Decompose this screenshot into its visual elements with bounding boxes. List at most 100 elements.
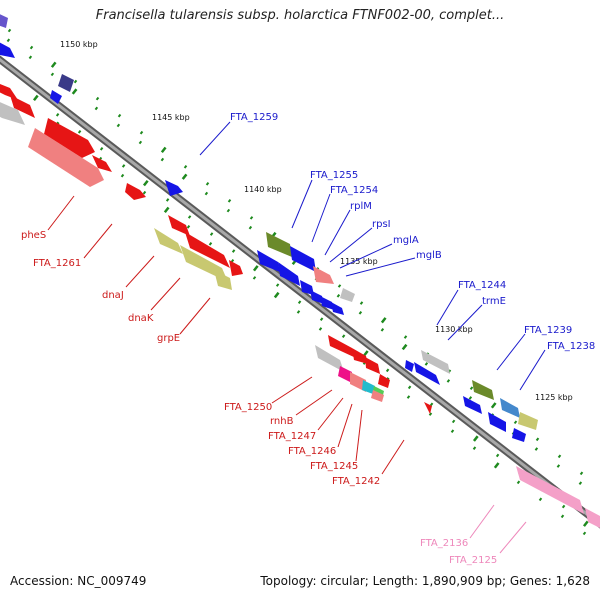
tick-mark: [121, 164, 126, 168]
tick-mark: [385, 368, 390, 373]
tick-mark: [469, 386, 474, 390]
gene-feature[interactable]: [421, 350, 450, 374]
tick-mark: [359, 301, 364, 305]
gene-feature[interactable]: [0, 82, 18, 100]
gene-feature[interactable]: [10, 95, 35, 118]
gene-feature[interactable]: [518, 412, 538, 430]
tick-mark: [380, 317, 387, 324]
gene-feature[interactable]: [352, 348, 368, 364]
gene-feature[interactable]: [278, 262, 300, 286]
gene-feature[interactable]: [0, 12, 8, 28]
gene-label[interactable]: dnaJ: [102, 290, 124, 301]
gene-feature[interactable]: [338, 366, 352, 382]
gene-label[interactable]: FTA_1242: [332, 476, 380, 487]
gene-label[interactable]: FTA_1261: [33, 258, 81, 269]
tick-mark: [29, 45, 34, 50]
gene-feature[interactable]: [315, 345, 344, 372]
gene-label[interactable]: FTA_1238: [547, 341, 595, 352]
gene-feature[interactable]: [463, 396, 482, 414]
gene-label[interactable]: trmE: [482, 296, 506, 307]
tick-mark: [406, 395, 411, 399]
gene-feature[interactable]: [350, 372, 366, 392]
gene-feature[interactable]: [472, 380, 494, 400]
gene-feature[interactable]: [328, 335, 356, 358]
gene-feature[interactable]: [516, 466, 584, 514]
gene-feature[interactable]: [185, 232, 230, 268]
gene-feature[interactable]: [214, 270, 232, 290]
gene-label[interactable]: FTA_1255: [310, 170, 358, 181]
gene-feature[interactable]: [92, 155, 112, 172]
gene-feature[interactable]: [229, 260, 243, 276]
gene-feature[interactable]: [310, 290, 324, 304]
gene-feature[interactable]: [44, 118, 95, 158]
gene-label[interactable]: rpsI: [372, 219, 391, 230]
genome-backbone: [0, 55, 600, 529]
gene-label[interactable]: FTA_1244: [458, 280, 506, 291]
gene-label[interactable]: mglA: [393, 235, 419, 246]
tick-mark: [226, 208, 231, 213]
gene-label[interactable]: FTA_1250: [224, 402, 272, 413]
gene-label[interactable]: FTA_1247: [268, 431, 316, 442]
tick-mark: [401, 343, 408, 351]
tick-mark: [318, 327, 323, 331]
gene-feature[interactable]: [313, 266, 334, 284]
gene-label[interactable]: dnaK: [128, 313, 154, 324]
gene-label[interactable]: FTA_1254: [330, 185, 378, 196]
tick-mark: [407, 385, 412, 390]
gene-feature[interactable]: [290, 246, 316, 272]
tick-mark: [248, 225, 253, 230]
gene-feature[interactable]: [50, 90, 62, 104]
gene-feature[interactable]: [414, 362, 440, 385]
gene-feature[interactable]: [488, 412, 506, 432]
gene-label[interactable]: grpE: [157, 333, 180, 344]
gene-label[interactable]: FTA_1239: [524, 325, 572, 336]
gene-feature[interactable]: [331, 302, 344, 315]
gene-feature[interactable]: [0, 40, 15, 58]
gene-label[interactable]: rnhB: [270, 416, 294, 427]
gene-label[interactable]: FTA_1246: [288, 446, 336, 457]
gene-feature[interactable]: [405, 360, 414, 372]
gene-feature[interactable]: [28, 128, 104, 187]
gene-label[interactable]: pheS: [21, 230, 46, 241]
gene-label[interactable]: mglB: [416, 250, 442, 261]
tick-mark: [428, 412, 433, 416]
gene-feature[interactable]: [320, 296, 334, 310]
gene-feature[interactable]: [257, 250, 280, 272]
tick-mark: [451, 419, 456, 424]
gene-feature[interactable]: [58, 74, 74, 92]
gene-feature[interactable]: [371, 390, 384, 402]
tick-mark: [490, 402, 497, 409]
gene-feature[interactable]: [125, 183, 146, 200]
gene-feature[interactable]: [585, 508, 600, 528]
gene-feature[interactable]: [340, 288, 355, 302]
gene-label[interactable]: FTA_2125: [449, 555, 497, 566]
gene-feature[interactable]: [362, 380, 375, 394]
tick-mark: [205, 182, 210, 186]
gene-feature[interactable]: [168, 215, 190, 236]
gene-feature[interactable]: [154, 228, 183, 254]
tick-mark: [186, 224, 191, 229]
tick-mark: [181, 173, 188, 180]
gene-feature[interactable]: [165, 180, 183, 196]
gene-feature[interactable]: [266, 232, 292, 257]
gene-feature[interactable]: [424, 402, 432, 414]
tick-mark: [117, 113, 122, 118]
tick-mark: [165, 198, 170, 202]
gene-label[interactable]: rplM: [350, 201, 372, 212]
gene-feature[interactable]: [500, 398, 520, 418]
gene-feature[interactable]: [365, 357, 380, 374]
tick-mark: [495, 453, 500, 458]
gene-label[interactable]: FTA_2136: [420, 538, 468, 549]
gene-label[interactable]: FTA_1245: [310, 461, 358, 472]
gene-label[interactable]: FTA_1259: [230, 112, 278, 123]
tick-mark: [556, 464, 561, 468]
rna-labels-text: FTA_2136 FTA_2125: [420, 538, 497, 566]
gene-feature[interactable]: [0, 100, 25, 125]
gene-feature[interactable]: [378, 374, 390, 388]
tick-mark: [252, 276, 257, 280]
tick-mark: [516, 480, 521, 485]
tick-mark: [336, 293, 341, 298]
tick-mark: [582, 531, 587, 536]
gene-feature[interactable]: [512, 428, 526, 442]
